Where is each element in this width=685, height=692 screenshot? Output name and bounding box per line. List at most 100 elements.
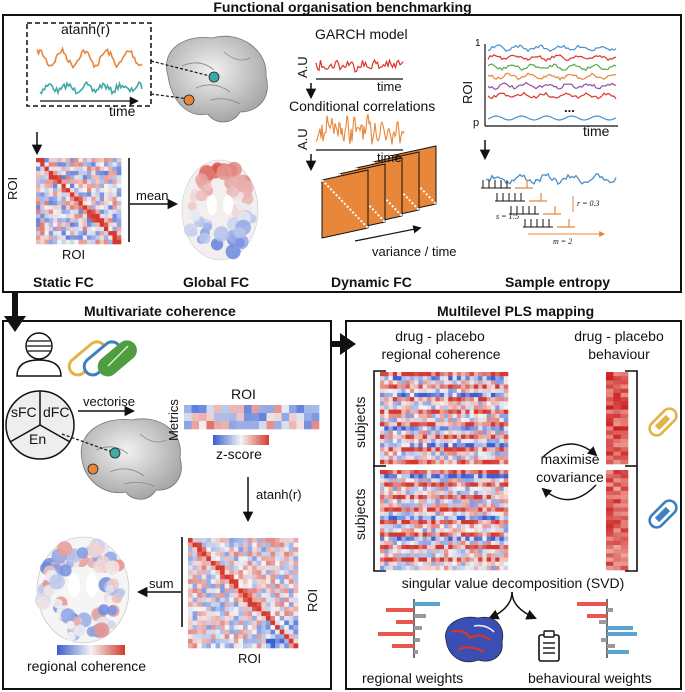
matrix-cell [384,549,389,554]
matrix-cell [486,565,492,571]
matrix-cell [482,490,487,496]
matrix-cell [401,413,406,419]
matrix-cell [495,557,500,562]
matrix-cell [44,158,50,163]
matrix-cell [229,570,235,575]
matrix-cell [469,536,475,542]
matrix-cell [435,413,441,419]
matrix-cell [44,235,50,240]
matrix-cell [405,397,411,402]
matrix-cell [426,451,432,456]
matrix-cell [473,528,479,533]
matrix-cell [265,570,271,575]
matrix-cell [452,478,458,483]
matrix-cell [469,561,475,567]
matrix-cell [233,606,239,612]
matrix-cell [224,597,230,603]
matrix-cell [78,235,84,240]
matrix-cell [490,434,496,440]
matrix-cell [620,536,629,542]
matrix-cell [392,392,398,398]
matrix-cell [461,426,466,431]
matrix-cell [486,372,492,377]
matrix-cell [495,401,500,406]
matrix-cell [384,495,389,500]
matrix-cell [70,226,75,232]
matrix-cell [61,170,67,176]
matrix-cell [36,175,41,180]
matrix-cell [188,597,193,603]
matrix-cell [210,560,216,566]
matrix-cell [473,549,479,554]
matrix-cell [104,222,109,228]
matrix-cell [197,602,203,608]
matrix-cell [279,538,285,543]
matrix-cell [473,384,479,390]
matrix-cell [422,392,428,398]
matrix-cell [486,536,492,542]
matrix-cell [116,213,122,219]
matrix-cell [279,574,285,580]
matrix-cell [78,222,84,228]
matrix-cell [384,405,389,410]
matrix-cell [247,625,253,630]
time-label: time [377,150,402,165]
matrix-cell [224,602,230,608]
matrix-cell [418,507,423,512]
matrix-cell [384,486,389,492]
brain-region [98,604,110,616]
matrix-cell [188,634,193,640]
matrix-cell [206,551,212,557]
matrix-cell [388,418,394,423]
matrix-cell [233,625,239,630]
matrix-cell [70,162,75,167]
matrix-cell [91,183,96,189]
matrix-cell [439,380,445,385]
matrix-cell [613,503,621,508]
matrix-cell [452,447,458,452]
matrix-cell [613,528,621,533]
matrix-cell [405,474,411,479]
matrix-cell [284,593,290,598]
matrix-cell [380,553,385,558]
roi-timeseries [487,63,617,72]
matrix-cell [401,474,406,479]
matrix-cell [495,528,500,533]
matrix-cell [461,401,466,406]
matrix-cell [87,179,92,185]
matrix-cell [112,213,118,219]
matrix-cell [495,372,500,377]
matrix-cell [435,418,441,423]
matrix-cell [422,413,428,419]
arrow-icon [511,591,537,620]
matrix-cell [482,482,487,487]
matrix-cell [188,583,193,589]
pill-icon [67,340,137,377]
matrix-cell [95,162,101,167]
matrix-cell [229,611,235,617]
matrix-cell [478,380,483,385]
matrix-cell [503,401,509,406]
matrix-cell [431,397,436,402]
matrix-cell [215,583,221,589]
matrix-cell [414,388,419,394]
matrix-cell [275,551,280,557]
matrix-cell [478,532,483,537]
matrix-cell [116,188,122,193]
matrix-cell [116,218,122,223]
matrix-cell [444,549,449,554]
matrix-cell [279,643,285,649]
matrix-cell [503,434,509,440]
matrix-cell [499,438,505,444]
matrix-cell [461,536,466,542]
matrix-cell [405,426,411,431]
matrix-cell [482,459,487,465]
matrix-cell [74,201,79,206]
matrix-cell [456,499,462,504]
matrix-cell [57,226,62,232]
matrix-cell [620,447,629,452]
matrix-cell [220,638,225,644]
matrix-cell [490,459,496,465]
matrix-cell [448,486,453,492]
matrix-cell [435,495,441,500]
